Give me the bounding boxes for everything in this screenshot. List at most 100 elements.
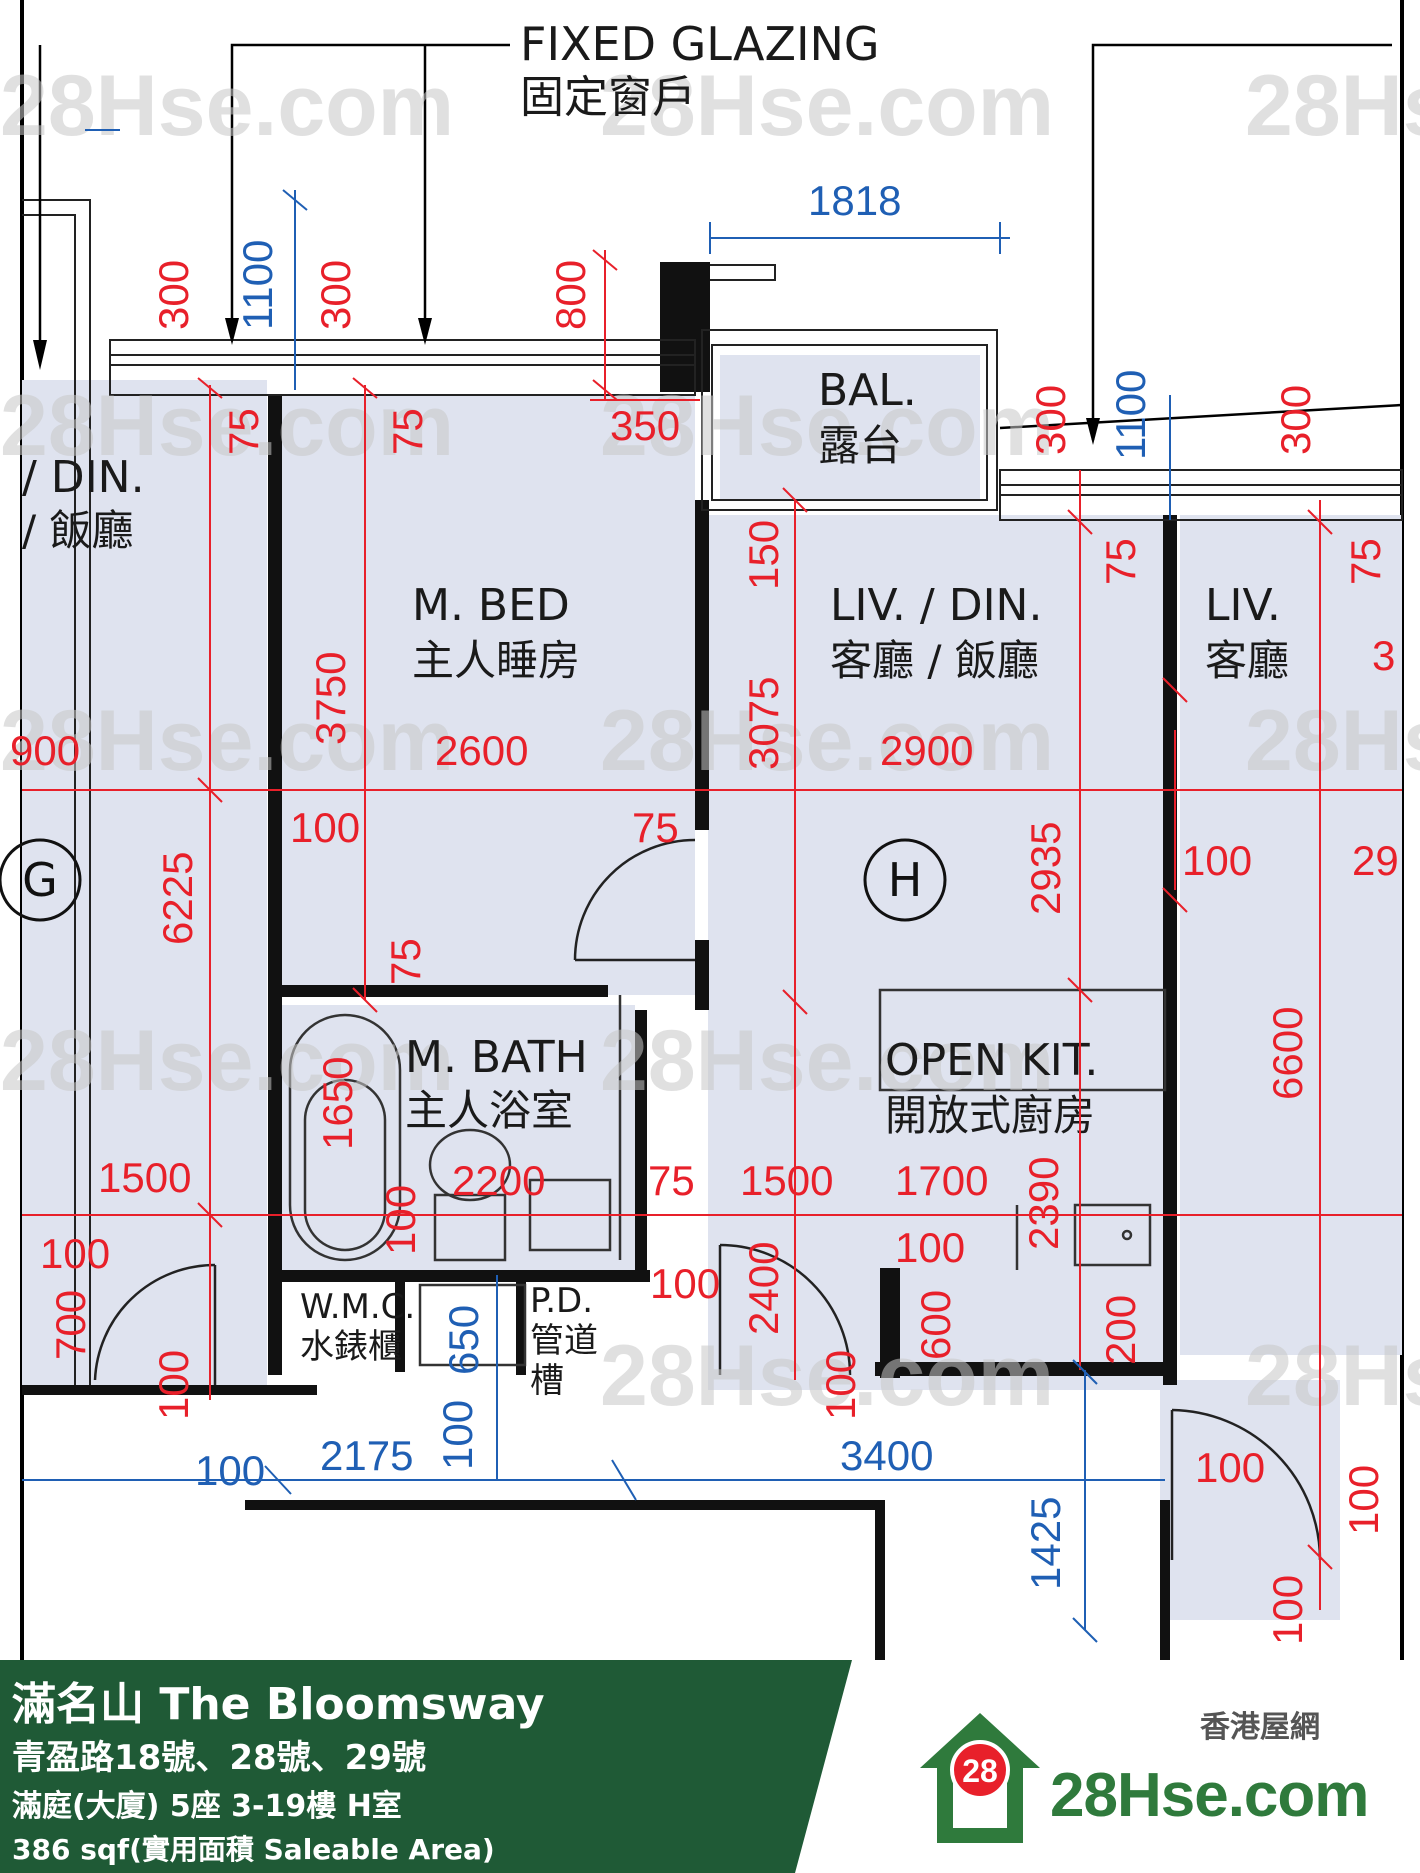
- blue-dimension-lines: [22, 129, 1171, 1630]
- open-kit-zh: 開放式廚房: [885, 1091, 1095, 1140]
- liv-din-zh: 客廳 / 飯廳: [830, 636, 1039, 685]
- footer: 滿名山 The Bloomsway 青盈路18號、28號、29號 滿庭(大廈) …: [0, 1660, 1420, 1873]
- liv-right-zh: 客廳: [1205, 636, 1289, 685]
- dim-600: 600: [912, 1290, 959, 1360]
- dim-75-g: 75: [648, 1157, 695, 1204]
- dim-1818: 1818: [808, 177, 901, 224]
- footer-banner: [0, 1660, 852, 1873]
- bal-zh: 露台: [818, 421, 902, 470]
- room-fills: [22, 355, 1402, 1620]
- watermark: 28Hse.com: [600, 378, 1054, 474]
- dim-2600: 2600: [435, 727, 528, 774]
- open-kit-label: OPEN KIT.: [885, 1035, 1098, 1086]
- liv-right-label: LIV.: [1205, 580, 1281, 631]
- dim-1650: 1650: [314, 1057, 361, 1150]
- watermarks: 28Hse.com 28Hse.com 28Hse.com 28Hse.com …: [0, 58, 1420, 1424]
- dim-100-i: 100: [1340, 1465, 1387, 1535]
- pd-zh: 管道: [530, 1321, 598, 1361]
- dim-3075: 3075: [740, 677, 787, 770]
- dim-100-d: 100: [40, 1230, 110, 1277]
- walls: [22, 262, 1177, 1660]
- brand-badge: 28: [962, 1753, 998, 1789]
- din-left-label: / DIN.: [22, 452, 145, 503]
- dim-3400: 3400: [840, 1432, 933, 1479]
- unit-h-label: H: [888, 853, 923, 907]
- dim-2400: 2400: [740, 1242, 787, 1335]
- dim-2175: 2175: [320, 1432, 413, 1479]
- m-bath-label: M. BATH: [405, 1032, 588, 1083]
- bal-label: BAL.: [818, 365, 917, 416]
- watermark: 28Hse.com: [600, 1013, 1054, 1109]
- wmc-label: W.M.C.: [300, 1287, 415, 1327]
- unit-info: 滿庭(大廈) 5座 3-19樓 H室: [12, 1789, 402, 1824]
- dim-1100-a: 1100: [234, 240, 281, 330]
- leader-arrowheads: [33, 318, 1100, 445]
- dim-150: 150: [740, 520, 787, 590]
- dim-300-c: 300: [1027, 385, 1074, 455]
- dim-100-blue-a: 100: [434, 1400, 481, 1470]
- fixed-glazing-zh: 固定窗戶: [520, 72, 696, 123]
- watermark: 28Hse.com: [600, 1328, 1054, 1424]
- watermark: 28Hse.com: [1245, 1328, 1420, 1424]
- unit-g-label: G: [22, 853, 58, 907]
- watermark: 28Hse.com: [0, 1013, 454, 1109]
- dim-29-partial: 29: [1352, 837, 1399, 884]
- dim-75-d: 75: [1342, 538, 1389, 585]
- dim-700: 700: [47, 1290, 94, 1360]
- dim-75-e: 75: [632, 804, 679, 851]
- blue-dimension-ticks: [264, 189, 1098, 1643]
- dim-900-partial: 900: [10, 727, 80, 774]
- red-dimension-lines: [22, 250, 1402, 1610]
- dim-1500-a: 1500: [740, 1157, 833, 1204]
- pd-label: P.D.: [530, 1281, 593, 1321]
- wmc-zh: 水錶櫃: [300, 1327, 402, 1367]
- estate-address: 青盈路18號、28號、29號: [12, 1738, 426, 1778]
- watermark: 28Hse.com: [600, 58, 1054, 154]
- dim-100-f: 100: [895, 1224, 965, 1271]
- dim-75-c: 75: [1097, 538, 1144, 585]
- watermark: 28Hse.com: [0, 693, 454, 789]
- dim-800: 800: [547, 260, 594, 330]
- dim-1100-b: 1100: [1107, 370, 1154, 460]
- brand-tagline: 香港屋網: [1200, 1710, 1320, 1745]
- dim-350: 350: [610, 402, 680, 449]
- m-bed-label: M. BED: [412, 580, 570, 631]
- dim-2935: 2935: [1022, 822, 1069, 915]
- house-logo-icon: 28: [920, 1713, 1040, 1843]
- dim-100-g: 100: [150, 1350, 197, 1420]
- dim-3750: 3750: [307, 652, 354, 745]
- brand-name: 28Hse.com: [1050, 1761, 1369, 1830]
- pd-zh-2: 槽: [530, 1361, 564, 1401]
- dim-75-f: 75: [382, 938, 429, 985]
- dim-100-b: 100: [1182, 837, 1252, 884]
- dim-200: 200: [1097, 1295, 1144, 1365]
- watermark: 28Hse.com: [1245, 58, 1420, 154]
- dim-100-blue-b: 100: [195, 1447, 265, 1494]
- fixed-glazing-label: FIXED GLAZING: [520, 17, 880, 71]
- dim-100-h: 100: [817, 1350, 864, 1420]
- dim-100-k: 100: [1264, 1575, 1311, 1645]
- dim-300-a: 300: [150, 260, 197, 330]
- dim-300-d: 300: [1272, 385, 1319, 455]
- m-bath-zh: 主人浴室: [405, 1086, 573, 1135]
- dim-75-a: 75: [220, 408, 267, 455]
- blue-dimension-values: 1818 1100 1100 2175 3400 1425 650 100 10…: [195, 177, 1154, 1590]
- dim-2390: 2390: [1020, 1157, 1067, 1250]
- dim-6600: 6600: [1264, 1007, 1311, 1100]
- red-dimension-ticks: [197, 249, 1333, 1570]
- doors: [93, 838, 1322, 1561]
- dim-1425: 1425: [1022, 1497, 1069, 1590]
- dim-6225: 6225: [154, 852, 201, 945]
- leader-lines: [38, 43, 1403, 440]
- dim-1500-b: 1500: [98, 1154, 191, 1201]
- watermark: 28Hse.com: [0, 58, 454, 154]
- din-left-zh: / 飯廳: [22, 506, 134, 555]
- dim-100-a: 100: [290, 804, 360, 851]
- dim-300-b: 300: [312, 260, 359, 330]
- dim-2200: 2200: [452, 1157, 545, 1204]
- liv-din-label: LIV. / DIN.: [830, 580, 1042, 631]
- dim-1700: 1700: [895, 1157, 988, 1204]
- room-labels: FIXED GLAZING 固定窗戶 BAL. 露台 M. BED 主人睡房 L…: [22, 17, 1289, 1401]
- floor-plan: 28Hse.com 28Hse.com 28Hse.com 28Hse.com …: [0, 0, 1420, 1660]
- watermark: 28Hse.com: [1245, 693, 1420, 789]
